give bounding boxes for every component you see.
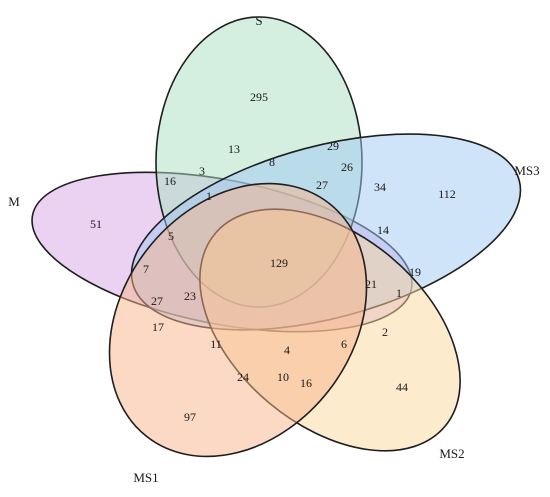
region-count: 26 (341, 160, 353, 174)
region-count: 2 (382, 325, 388, 339)
region-count: 23 (184, 289, 196, 303)
set-ellipses (31, 16, 522, 458)
set-label-m: M (8, 194, 20, 209)
region-count: 16 (164, 174, 176, 188)
region-count: 3 (199, 164, 205, 178)
region-count: 13 (228, 142, 240, 156)
region-count: 27 (151, 294, 163, 308)
set-label-ms3: MS3 (514, 163, 539, 178)
set-label-ms1: MS1 (133, 470, 158, 485)
region-count: 34 (374, 180, 386, 194)
region-count: 24 (237, 370, 249, 384)
region-count: 1 (396, 286, 402, 300)
region-count: 21 (365, 277, 377, 291)
region-count: 19 (409, 265, 421, 279)
region-count: 10 (277, 370, 289, 384)
region-count: 8 (269, 155, 275, 169)
region-count: 27 (316, 178, 328, 192)
region-count: 16 (300, 376, 312, 390)
region-count: 4 (284, 343, 290, 357)
region-count: 14 (377, 223, 389, 237)
region-count: 112 (438, 187, 456, 201)
set-label-ms2: MS2 (439, 446, 464, 461)
region-count: 6 (341, 337, 347, 351)
set-labels: S M MS3 MS2 MS1 (8, 13, 539, 485)
region-count: 7 (143, 262, 149, 276)
region-count: 129 (270, 256, 288, 270)
set-ellipse-ms1 (108, 182, 368, 458)
region-count: 17 (152, 320, 164, 334)
region-count: 97 (184, 410, 196, 424)
region-count: 44 (396, 380, 408, 394)
set-label-s: S (255, 13, 262, 28)
region-count: 29 (327, 139, 339, 153)
region-count: 5 (168, 229, 174, 243)
region-count: 11 (210, 337, 222, 351)
region-count: 51 (90, 217, 102, 231)
region-count: 295 (250, 90, 268, 104)
region-count: 1 (206, 189, 212, 203)
